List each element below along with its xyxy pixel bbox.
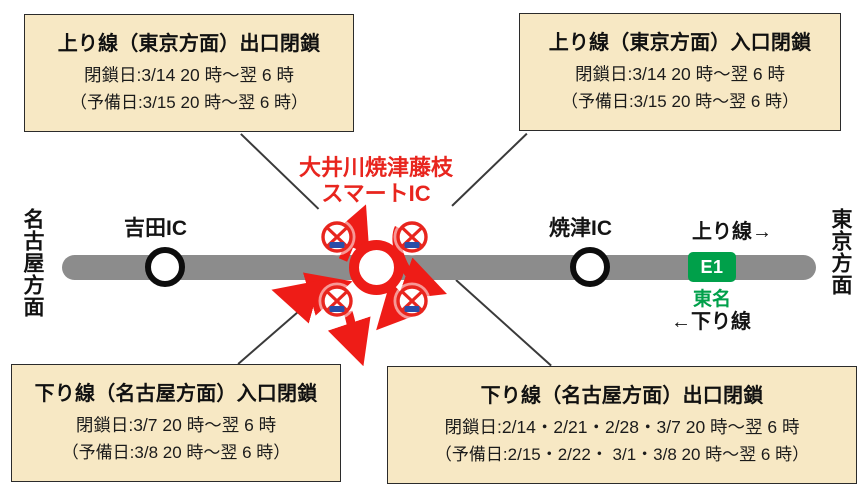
callout-up-line-entrance-closure: 上り線（東京方面）入口閉鎖 閉鎖日:3/14 20 時〜翌 6 時 （予備日:3… — [519, 13, 841, 131]
closed-x-icon-down-exit — [392, 281, 432, 321]
callout-down-line-entrance-closure: 下り線（名古屋方面）入口閉鎖 閉鎖日:3/7 20 時〜翌 6 時 （予備日:3… — [11, 364, 341, 482]
leader-line-bottom-right — [455, 279, 552, 367]
callout-down-line-exit-closure: 下り線（名古屋方面）出口閉鎖 閉鎖日:2/14・2/21・2/28・3/7 20… — [387, 366, 857, 484]
interchange-label-yoshida: 吉田IC — [124, 217, 187, 240]
callout-reserve-date: （予備日:3/15 20 時〜翌 6 時） — [560, 91, 800, 111]
callout-reserve-date: （予備日:3/15 20 時〜翌 6 時） — [69, 92, 309, 112]
route-shield-e1: E1 — [688, 252, 736, 282]
leader-line-bottom-left — [237, 292, 321, 365]
callout-closure-date: 閉鎖日:2/14・2/21・2/28・3/7 20 時〜翌 6 時 — [444, 416, 800, 437]
callout-up-line-exit-closure: 上り線（東京方面）出口閉鎖 閉鎖日:3/14 20 時〜翌 6 時 （予備日:3… — [24, 14, 354, 132]
callout-closure-date: 閉鎖日:3/7 20 時〜翌 6 時 — [75, 414, 277, 435]
callout-closure-date: 閉鎖日:3/14 20 時〜翌 6 時 — [83, 64, 295, 85]
smart-ic-title-line1: 大井川焼津藤枝 — [298, 155, 453, 180]
smart-ic-title: 大井川焼津藤枝 スマートIC — [276, 155, 476, 207]
callout-closure-date: 閉鎖日:3/14 20 時〜翌 6 時 — [574, 63, 786, 84]
callout-title: 下り線（名古屋方面）出口閉鎖 — [480, 384, 764, 407]
direction-label-tokyo: 東京方面 — [829, 208, 852, 296]
direction-label-nagoya: 名古屋方面 — [21, 208, 44, 318]
closed-x-icon-up-entrance — [392, 217, 432, 257]
direction-label-up-line: 上り線→ — [692, 221, 772, 243]
closed-x-icon-up-exit — [317, 217, 357, 257]
interchange-label-yaizu: 焼津IC — [549, 217, 612, 240]
callout-reserve-date: （予備日:3/8 20 時〜翌 6 時） — [61, 442, 291, 462]
callout-title: 下り線（名古屋方面）入口閉鎖 — [34, 382, 318, 405]
direction-label-down-line: ←下り線 — [671, 311, 751, 333]
interchange-ring-yoshida — [145, 247, 185, 287]
callout-title: 上り線（東京方面）出口閉鎖 — [57, 32, 321, 55]
closed-x-icon-down-entrance — [317, 281, 357, 321]
interchange-ring-yaizu — [570, 247, 610, 287]
callout-title: 上り線（東京方面）入口閉鎖 — [548, 31, 812, 54]
callout-reserve-date: （予備日:2/15・2/22・ 3/1・3/8 20 時〜翌 6 時） — [434, 444, 810, 464]
route-name-tomei: 東名 — [692, 289, 731, 310]
smart-ic-title-line2: スマートIC — [321, 180, 431, 206]
